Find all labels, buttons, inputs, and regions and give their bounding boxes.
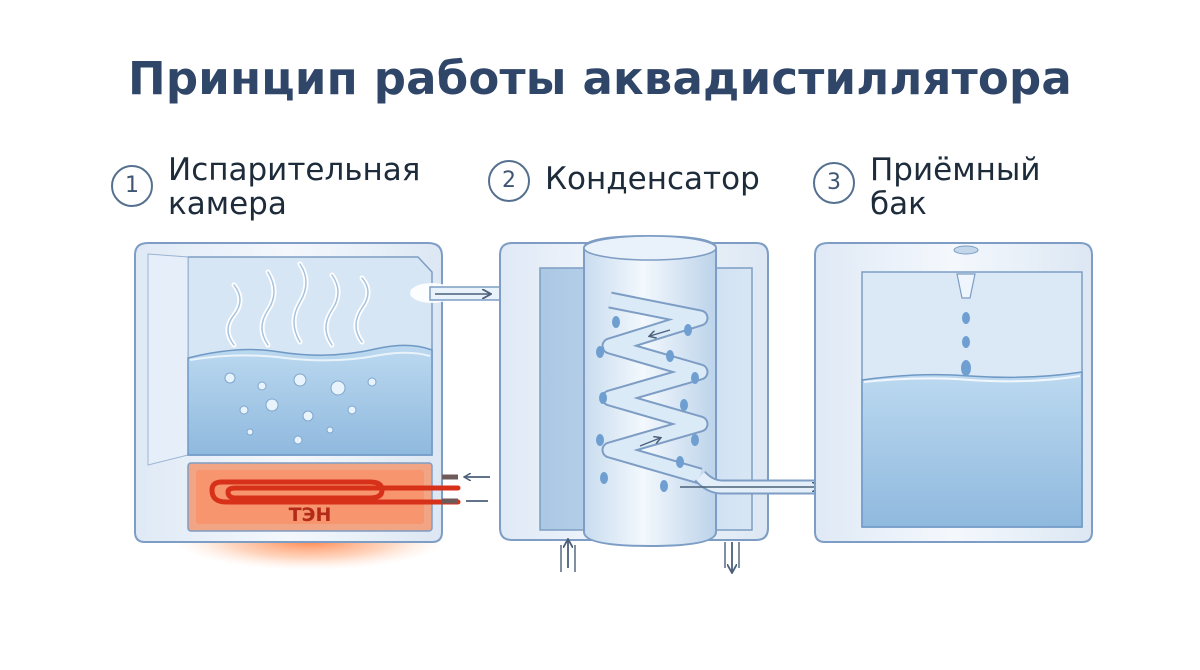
water-surface-highlight bbox=[189, 351, 431, 362]
condensate-drops bbox=[596, 316, 699, 492]
steam-wisp-outlines bbox=[227, 263, 369, 346]
drop bbox=[691, 434, 699, 446]
bubble bbox=[246, 428, 254, 436]
receiver-lid-hole bbox=[953, 245, 979, 255]
steam-wisp-outline bbox=[355, 277, 369, 343]
step-1-number: 1 bbox=[111, 165, 153, 207]
distilled-water-surface bbox=[863, 375, 1081, 383]
bubble bbox=[302, 410, 314, 422]
step-1-label-line2: камера bbox=[168, 186, 287, 222]
step-3-number: 3 bbox=[813, 162, 855, 204]
steam-wisp-outline bbox=[261, 271, 275, 346]
receiver-tank bbox=[814, 242, 1093, 543]
step-2-number: 2 bbox=[488, 160, 530, 202]
drop bbox=[666, 350, 674, 362]
drop bbox=[676, 456, 684, 468]
bubble bbox=[265, 398, 279, 412]
drop bbox=[962, 312, 970, 324]
drop bbox=[684, 324, 692, 336]
chamber-side-wall bbox=[147, 253, 189, 466]
condenser-coil bbox=[603, 293, 707, 483]
bubble bbox=[347, 405, 357, 415]
bubble bbox=[239, 405, 249, 415]
boiling-water bbox=[187, 344, 433, 456]
steam-wisp-outline bbox=[325, 274, 339, 346]
coil-flow-arrow bbox=[639, 438, 660, 447]
bubble bbox=[224, 372, 236, 384]
bubble bbox=[330, 380, 346, 396]
bubble bbox=[326, 426, 334, 434]
receiver-spout bbox=[956, 273, 976, 299]
drop bbox=[961, 360, 971, 376]
step-3-label-line1: Приёмный bbox=[870, 152, 1041, 188]
step-1-label: Испарительная камера bbox=[168, 153, 420, 221]
bubble bbox=[257, 381, 267, 391]
step-1-label-line1: Испарительная bbox=[168, 152, 421, 188]
step-2-label-line1: Конденсатор bbox=[545, 161, 760, 197]
drop bbox=[600, 472, 608, 484]
water-bubbles bbox=[224, 372, 377, 445]
coil-flow-arrow bbox=[650, 329, 671, 336]
step-2-label: Конденсатор bbox=[545, 162, 760, 196]
steam-wisp-outline bbox=[293, 263, 307, 343]
distilled-water bbox=[861, 371, 1083, 528]
drop bbox=[680, 399, 688, 411]
drop bbox=[660, 480, 668, 492]
step-3-label-line2: бак bbox=[870, 186, 927, 222]
bubble bbox=[367, 377, 377, 387]
drop bbox=[962, 336, 970, 348]
condenser bbox=[499, 234, 769, 572]
heater-label: ТЭН bbox=[289, 504, 332, 526]
diagram-title: Принцип работы аквадистиллятора bbox=[128, 52, 1072, 105]
drop bbox=[596, 434, 604, 446]
condenser-cylinder-top bbox=[583, 235, 717, 261]
heating-element-loop bbox=[209, 479, 461, 505]
bubble bbox=[293, 373, 307, 387]
drop bbox=[596, 346, 604, 358]
drop bbox=[691, 372, 699, 384]
drop bbox=[612, 316, 620, 328]
evaporation-chamber: ТЭН bbox=[134, 242, 490, 570]
heating-element-coil bbox=[219, 479, 461, 501]
drop bbox=[599, 392, 607, 404]
steam-wisp-outline bbox=[227, 284, 241, 346]
step-3-label: Приёмный бак bbox=[870, 153, 1041, 221]
bubble bbox=[293, 435, 303, 445]
falling-drops bbox=[961, 312, 971, 376]
